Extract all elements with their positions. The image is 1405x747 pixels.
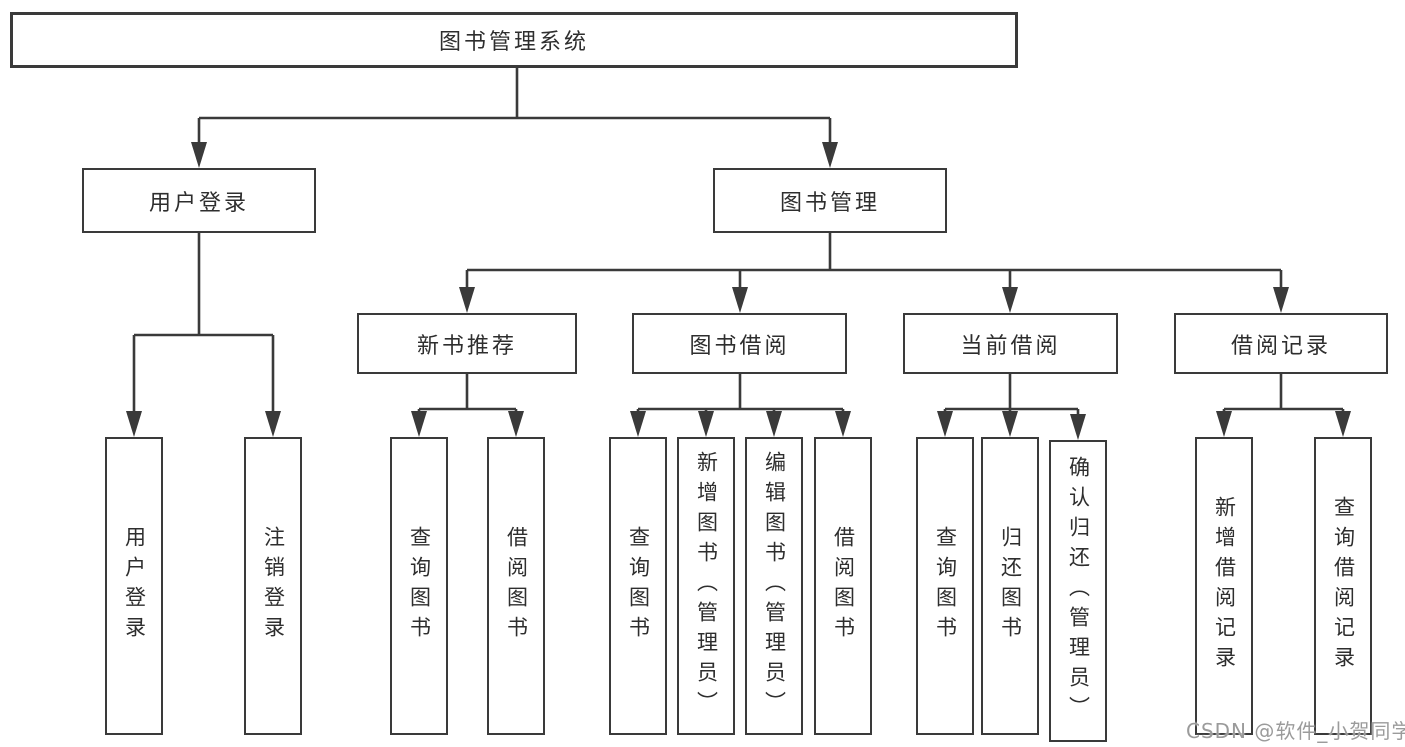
node-user-login: 用户登录 (82, 168, 316, 233)
node-label: 查询图书 (626, 526, 651, 646)
node-book-borrow: 图书借阅 (632, 313, 847, 374)
node-current-borrow: 当前借阅 (903, 313, 1118, 374)
node-label: 图书管理系统 (438, 30, 589, 55)
node-leaf-return-books: 归还图书 (981, 437, 1039, 735)
node-label: 当前借阅 (960, 333, 1061, 359)
watermark: CSDN @软件_小贺同学 (1186, 719, 1405, 743)
node-label: 新增借阅记录 (1212, 496, 1237, 676)
node-label: 注销登录 (261, 526, 286, 646)
node-book-management: 图书管理 (713, 168, 947, 233)
node-leaf-logout: 注销登录 (244, 437, 302, 735)
node-new-book-recommend: 新书推荐 (357, 313, 577, 374)
node-label: 新书推荐 (416, 333, 517, 359)
arrowhead-icons (126, 142, 1351, 440)
node-label: 用户登录 (148, 190, 249, 216)
node-library-management-system: 图书管理系统 (10, 12, 1018, 68)
node-leaf-user-login: 用户登录 (105, 437, 163, 735)
node-leaf-query-books: 查询图书 (916, 437, 974, 735)
node-label: 查询图书 (933, 526, 958, 646)
node-leaf-query-books: 查询图书 (609, 437, 667, 735)
node-label: 图书借阅 (689, 333, 790, 359)
node-label: 查询借阅记录 (1331, 496, 1356, 676)
node-leaf-edit-books-admin: 编辑图书（管理员） (745, 437, 803, 735)
node-label: 确认归还（管理员） (1066, 456, 1091, 726)
node-leaf-add-books-admin: 新增图书（管理员） (677, 437, 735, 735)
node-leaf-query-books: 查询图书 (390, 437, 448, 735)
node-label: 归还图书 (998, 526, 1023, 646)
node-label: 查询图书 (407, 526, 432, 646)
node-label: 编辑图书（管理员） (762, 451, 787, 721)
node-borrow-records: 借阅记录 (1174, 313, 1388, 374)
node-label: 借阅图书 (504, 526, 529, 646)
node-leaf-borrow-books: 借阅图书 (814, 437, 872, 735)
node-label: 新增图书（管理员） (694, 451, 719, 721)
node-label: 用户登录 (122, 526, 147, 646)
node-label: 借阅图书 (831, 526, 856, 646)
node-label: 图书管理 (779, 190, 880, 216)
node-leaf-confirm-return-admin: 确认归还（管理员） (1049, 440, 1107, 742)
node-label: 借阅记录 (1230, 333, 1331, 359)
node-leaf-query-borrow-record: 查询借阅记录 (1314, 437, 1372, 735)
node-leaf-borrow-books: 借阅图书 (487, 437, 545, 735)
node-leaf-add-borrow-record: 新增借阅记录 (1195, 437, 1253, 735)
